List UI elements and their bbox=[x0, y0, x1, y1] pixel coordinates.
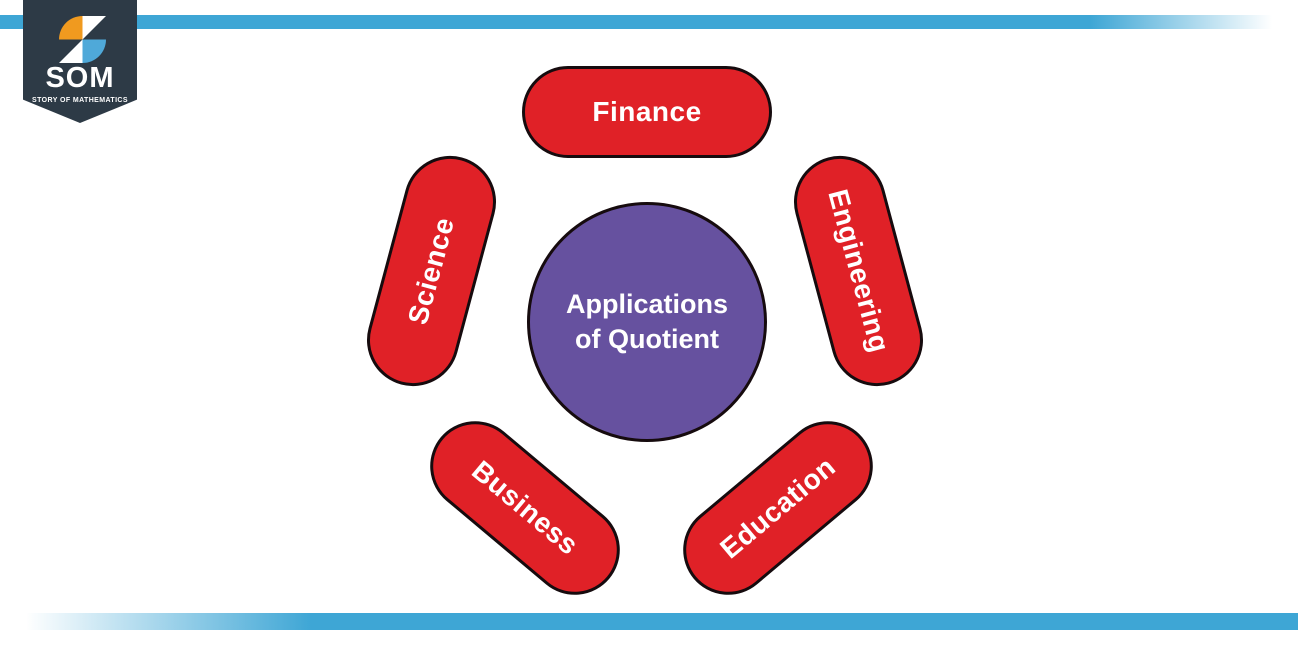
center-node-label-line2: of Quotient bbox=[575, 324, 719, 354]
logo-acronym: SOM bbox=[45, 62, 115, 94]
top-accent-bar bbox=[0, 15, 1298, 29]
node-label: Education bbox=[714, 450, 842, 565]
node-finance: Finance bbox=[522, 66, 772, 158]
node-label: Finance bbox=[592, 96, 702, 127]
node-science: Science bbox=[356, 145, 507, 397]
center-node-label-line1: Applications bbox=[565, 288, 728, 319]
logo-tagline: STORY OF MATHEMATICS bbox=[32, 97, 128, 104]
node-label: Engineering bbox=[822, 186, 896, 356]
node-education: Education bbox=[664, 402, 892, 614]
logo-sky-quadrant bbox=[82, 39, 106, 63]
center-node-label: Applications of Quotient bbox=[566, 287, 728, 357]
som-logo-icon bbox=[59, 16, 106, 63]
center-node: Applications of Quotient bbox=[527, 202, 767, 442]
node-label: Business bbox=[466, 454, 585, 561]
bottom-accent-bar bbox=[0, 613, 1298, 630]
node-engineering: Engineering bbox=[783, 145, 934, 397]
logo-white-bottom-triangle bbox=[59, 39, 83, 63]
som-logo-badge: SOM STORY OF MATHEMATICS bbox=[23, 0, 137, 123]
logo-white-top-triangle bbox=[82, 16, 106, 40]
node-label: Science bbox=[401, 214, 461, 328]
logo-orange-quadrant bbox=[59, 16, 83, 40]
